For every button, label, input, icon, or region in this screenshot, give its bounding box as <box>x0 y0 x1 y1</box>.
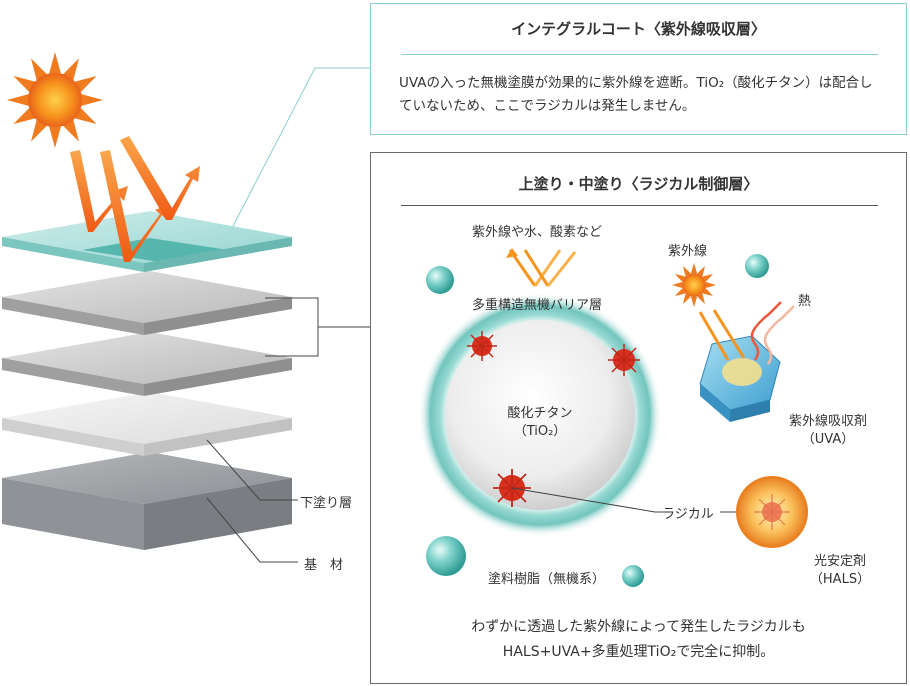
coat-leader-line <box>229 67 370 233</box>
uv-arrows-into-absorber <box>698 309 746 361</box>
resin-particle <box>426 536 466 576</box>
hals-radical-icon <box>754 494 790 530</box>
label-heat: 熱 <box>798 294 812 309</box>
radical-control-title: 上塗り・中塗り〈ラジカル制御層〉 <box>518 175 759 193</box>
incoming-rays-arrows <box>506 248 577 287</box>
label-radical: ラジカル <box>662 507 714 522</box>
radical-control-rule <box>401 205 878 206</box>
resin-particle <box>745 254 769 278</box>
label-tio2-formula: （TiO₂） <box>513 424 567 439</box>
label-uv: 紫外線 <box>668 244 708 259</box>
integral-coat-title: インテグラルコート〈紫外線吸収層〉 <box>511 20 766 38</box>
label-uv-water-oxygen: 紫外線や水、酸素など <box>472 225 603 240</box>
tio2-sphere <box>445 320 635 510</box>
undercoat-layer <box>2 392 292 456</box>
label-substrate: 基 材 <box>304 558 344 573</box>
label-barrier-layer: 多重構造無機バリア層 <box>472 298 603 313</box>
integral-coat-rule <box>401 54 878 55</box>
radical-icon <box>467 331 497 361</box>
label-hals-name: 光安定剤 <box>813 554 866 569</box>
midcoat-layer <box>2 332 292 396</box>
label-uva: （UVA） <box>801 432 855 447</box>
topcoat-layer <box>2 271 292 335</box>
label-hals: （HALS） <box>809 572 871 587</box>
integral-coat-description: UVAの入った無機塗膜が効果的に紫外線を遮断。TiO₂（酸化チタン）は配合してい… <box>399 75 873 114</box>
footer-line-2: HALS+UVA+多重処理TiO₂で完全に抑制。 <box>502 644 775 660</box>
sun-icon <box>7 52 103 148</box>
uv-sun-icon <box>672 263 716 307</box>
heat-waves <box>750 301 795 365</box>
label-uva-absorber: 紫外線吸収剤 <box>788 414 867 429</box>
resin-particle <box>426 266 454 294</box>
label-undercoat: 下塗り層 <box>300 496 353 511</box>
substrate-layer <box>2 452 292 550</box>
radical-icon <box>608 344 640 376</box>
integral-coat-panel: インテグラルコート〈紫外線吸収層〉 UVAの入った無機塗膜が効果的に紫外線を遮断… <box>370 3 907 135</box>
uva-absorber-hexagon <box>699 335 781 422</box>
resin-particle <box>622 565 644 587</box>
label-tio2: 酸化チタン <box>507 406 573 421</box>
radical-leader-line <box>511 487 665 513</box>
reflected-uv-arrows <box>70 136 200 262</box>
radical-control-panel: 上塗り・中塗り〈ラジカル制御層〉 わずかに透過した紫外線によって発生したラジカル… <box>370 152 907 684</box>
label-resin: 塗料樹脂（無機系） <box>488 572 606 587</box>
substrate-leader-line <box>206 497 298 563</box>
undercoat-leader-line <box>206 439 298 501</box>
footer-line-1: わずかに透過した紫外線によって発生したラジカルも <box>471 619 806 635</box>
